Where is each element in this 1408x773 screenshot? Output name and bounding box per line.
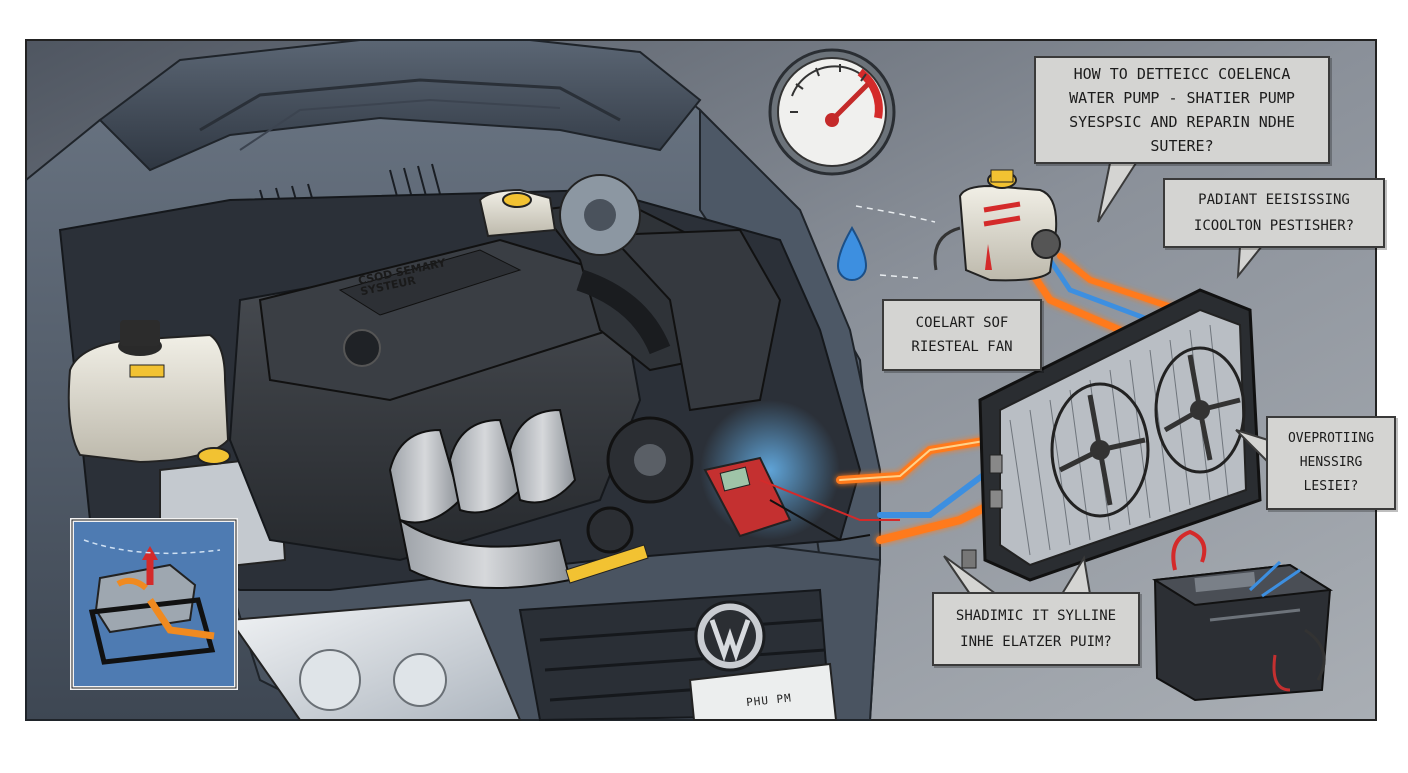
inset-detail [70, 518, 238, 690]
radiator-fan-left [1050, 382, 1150, 518]
coolant-reservoir-left [67, 320, 230, 464]
callout-line: SYESPSIC AND REPARIN NDHE [1069, 113, 1295, 131]
callout-line: WATER PUMP - SHATIER PUMP [1069, 89, 1295, 107]
battery-toolbox-icon [1152, 529, 1333, 702]
exhaust-manifold [388, 408, 577, 589]
water-drop-icon [836, 226, 868, 281]
callout-water-pump-question: HOW TO DETTEICC COELENCA WATER PUMP - SH… [1034, 56, 1330, 164]
callout-line: HENSSIRG [1299, 455, 1363, 470]
multimeter-icon [700, 400, 900, 542]
expansion-tank [933, 169, 1061, 282]
dashed-arrows [855, 205, 936, 279]
radiator [961, 288, 1262, 582]
callout-line: COELART SOF [915, 315, 1009, 331]
callout-overprotiing: OVEPROTIING HENSSIRG LESIEI? [1266, 416, 1396, 510]
callout-coolant-fan: COELART SOF RIESTEAL FAN [882, 299, 1042, 371]
callout-line: SUTERE? [1150, 137, 1214, 155]
radiator-fan-right [1154, 346, 1246, 474]
callout-line: LESIEI? [1303, 479, 1359, 494]
callout-pointers [943, 162, 1269, 595]
license-plate [688, 662, 838, 721]
temperature-gauge-icon [768, 48, 896, 176]
callout-line: RIESTEAL FAN [911, 339, 1013, 355]
callout-radiant: PADIANT EEISISSING ICOOLTON PESTISHER? [1163, 178, 1385, 248]
callout-line: INHE ELATZER PUIM? [960, 634, 1112, 650]
callout-line: SHADIMIC IT SYLLINE [955, 608, 1117, 624]
callout-line: PADIANT EEISISSING [1198, 192, 1350, 208]
engine-bay [58, 174, 862, 591]
car-emblem-icon [694, 600, 766, 672]
callout-line: HOW TO DETTEICC COELENCA [1073, 65, 1291, 83]
callout-line: ICOOLTON PESTISHER? [1193, 218, 1355, 234]
callout-line: OVEPROTIING [1287, 431, 1375, 446]
callout-shadimic: SHADIMIC IT SYLLINE INHE ELATZER PUIM? [932, 592, 1140, 666]
